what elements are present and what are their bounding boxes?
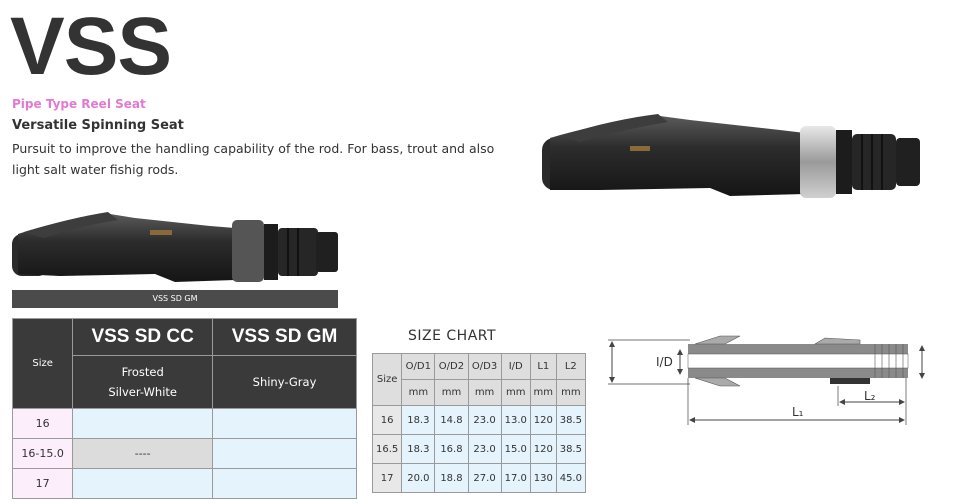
reel-seat-large-image — [542, 114, 920, 198]
col-header: L1 — [529, 353, 557, 380]
table-row: 16 — [11, 408, 357, 439]
col-header: O/D1 — [401, 353, 436, 380]
gm-cell — [212, 438, 357, 469]
value-cell: 120 — [529, 434, 557, 464]
cc-cell — [72, 408, 214, 439]
value-cell: 27.0 — [467, 463, 502, 493]
col-header: I/D — [500, 353, 531, 380]
value-cell: 23.0 — [467, 405, 502, 435]
size-cell: 16 — [371, 405, 403, 435]
size-header: Size — [11, 318, 74, 409]
col-header: O/D3 — [467, 353, 502, 380]
l1-label: L₁ — [792, 405, 804, 419]
size-cell: 17 — [11, 468, 74, 499]
value-cell: 15.0 — [500, 434, 531, 464]
unit-header: mm — [467, 379, 502, 406]
col-header: O/D2 — [434, 353, 469, 380]
product-label-bar: VSS SD GM — [12, 290, 338, 308]
value-cell: 130 — [529, 463, 557, 493]
color-table: Size VSS SD CC VSS SD GM Frosted Silver-… — [11, 318, 357, 499]
value-cell: 20.0 — [401, 463, 436, 493]
value-cell: 13.0 — [500, 405, 531, 435]
gm-cell — [212, 408, 357, 439]
dimension-diagram: I/D L₂ L₁ — [608, 335, 925, 425]
product-subtitle: Pipe Type Reel Seat — [12, 97, 146, 111]
size-cell: 17 — [371, 463, 403, 493]
reel-seat-small-image — [12, 212, 338, 282]
brand-title: VSS — [10, 1, 172, 92]
product-description: Pursuit to improve the handling capabili… — [12, 141, 495, 177]
value-cell: 14.8 — [434, 405, 469, 435]
cc-cell — [72, 468, 214, 499]
size-cell: 16-15.0 — [11, 438, 74, 469]
model-gm-header: VSS SD GM — [212, 318, 357, 356]
unit-header: mm — [401, 379, 436, 406]
value-cell: 17.0 — [500, 463, 531, 493]
size-chart-table: Size O/D1 O/D2 O/D3 I/D L1 L2 mm mm mm m… — [371, 353, 587, 493]
gm-cell — [212, 468, 357, 499]
value-cell: 18.3 — [401, 434, 436, 464]
table-row: 16-15.0 ---- — [11, 438, 357, 469]
unit-header: mm — [434, 379, 469, 406]
value-cell: 120 — [529, 405, 557, 435]
cc-cell: ---- — [72, 438, 214, 469]
unit-header: mm — [500, 379, 531, 406]
id-label: I/D — [656, 355, 673, 369]
product-tagline: Versatile Spinning Seat — [12, 118, 184, 133]
size-cell: 16 — [11, 408, 74, 439]
table-row: 17 20.0 18.8 27.0 17.0 130 45.0 — [371, 463, 587, 493]
value-cell: 18.3 — [401, 405, 436, 435]
size-header: Size — [371, 353, 403, 406]
value-cell: 16.8 — [434, 434, 469, 464]
unit-header: mm — [555, 379, 587, 406]
size-chart-title: SIZE CHART — [408, 328, 497, 344]
col-header: L2 — [555, 353, 587, 380]
table-row: 16.5 18.3 16.8 23.0 15.0 120 38.5 — [371, 434, 587, 464]
value-cell: 18.8 — [434, 463, 469, 493]
value-cell: 38.5 — [555, 405, 587, 435]
l2-label: L₂ — [864, 389, 876, 403]
value-cell: 45.0 — [555, 463, 587, 493]
value-cell: 38.5 — [555, 434, 587, 464]
value-cell: 23.0 — [467, 434, 502, 464]
color-gm: Shiny-Gray — [212, 355, 357, 409]
model-cc-header: VSS SD CC — [72, 318, 214, 356]
table-row: 16 18.3 14.8 23.0 13.0 120 38.5 — [371, 405, 587, 435]
table-row: 17 — [11, 468, 357, 499]
color-cc: Frosted Silver-White — [72, 355, 214, 409]
size-cell: 16.5 — [371, 434, 403, 464]
unit-header: mm — [529, 379, 557, 406]
